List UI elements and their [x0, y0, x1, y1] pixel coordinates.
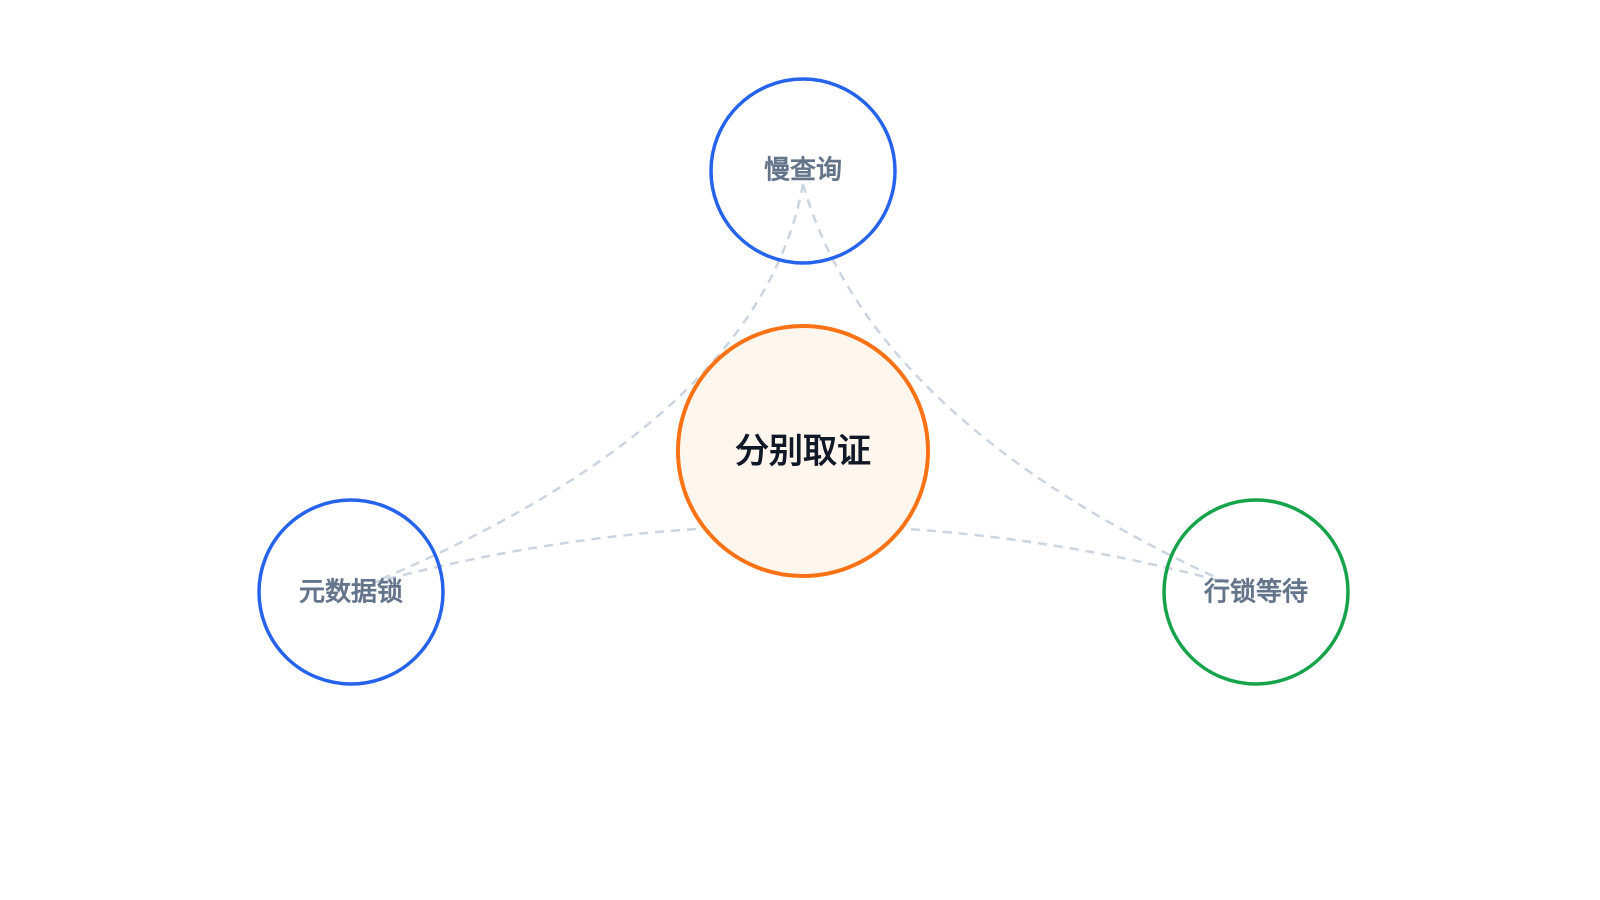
- connector-slow-query-to-row-lock-wait: [801, 183, 1229, 585]
- node-metadata-lock[interactable]: 元数据锁: [257, 498, 445, 686]
- center-node-circle: [676, 324, 930, 578]
- center-node-label: 分别取证: [735, 432, 871, 472]
- connector-slow-query-to-metadata-lock: [371, 183, 805, 585]
- node-slow-query-label: 慢查询: [764, 156, 842, 186]
- node-slow-query[interactable]: 慢查询: [709, 77, 897, 265]
- node-row-lock-wait-label: 行锁等待: [1203, 577, 1308, 608]
- node-row-lock-wait-circle: [1162, 498, 1350, 686]
- node-slow-query-circle: [709, 77, 897, 265]
- center-node[interactable]: 分别取证: [676, 324, 930, 578]
- node-metadata-lock-label: 元数据锁: [299, 577, 403, 608]
- node-row-lock-wait[interactable]: 行锁等待: [1162, 498, 1350, 686]
- node-metadata-lock-circle: [257, 498, 445, 686]
